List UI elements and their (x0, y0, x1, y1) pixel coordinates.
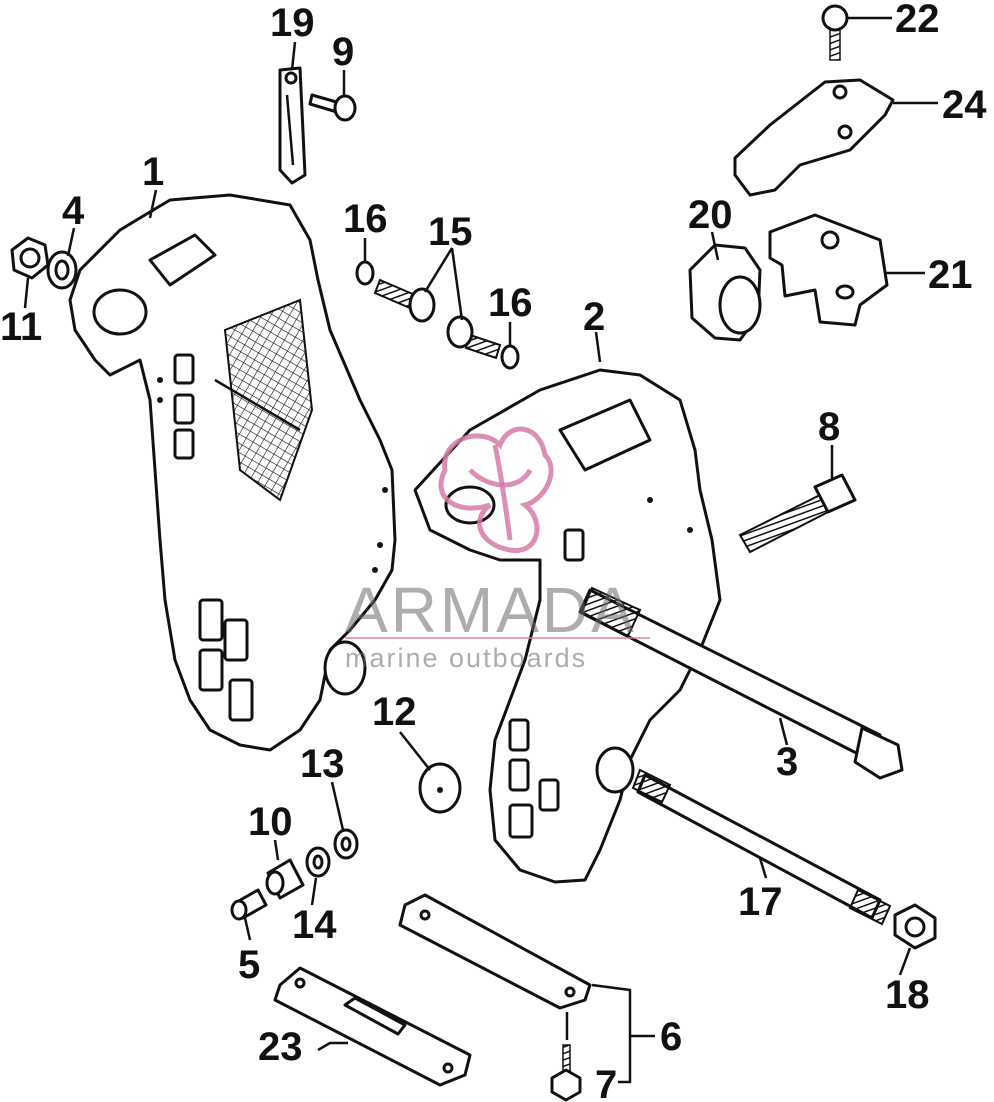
callout-24: 24 (942, 83, 987, 127)
pin-5 (230, 888, 268, 921)
bolt-15-upper (373, 278, 436, 323)
bushing-10 (265, 858, 305, 900)
callout-10: 10 (248, 800, 293, 844)
screw-22 (821, 4, 849, 61)
callout-11: 11 (0, 305, 42, 349)
bolt-7 (550, 1044, 582, 1102)
grommet-20 (688, 243, 762, 342)
callout-6: 6 (660, 1015, 682, 1059)
callout-2: 2 (583, 295, 605, 339)
armada-watermark: ARMADA marine outboards (345, 426, 650, 673)
callout-8: 8 (818, 405, 840, 449)
callout-16-upper: 16 (343, 197, 388, 241)
bolt-15-lower (446, 315, 502, 360)
bolt-8 (738, 473, 857, 554)
nut-18 (893, 903, 937, 950)
nut-11 (10, 236, 50, 280)
washer-13 (333, 828, 359, 860)
callout-7: 7 (595, 1063, 617, 1102)
callout-22: 22 (895, 0, 940, 41)
callout-16-lower: 16 (488, 281, 533, 325)
callout-21: 21 (928, 253, 973, 297)
washer-16-upper (355, 260, 375, 286)
washer-12 (418, 762, 462, 814)
cover-24 (733, 78, 895, 197)
strap-19 (278, 66, 307, 185)
washer-14 (305, 846, 331, 878)
watermark-subtitle: marine outboards (345, 643, 587, 673)
callout-9: 9 (332, 30, 354, 74)
plate-6 (398, 893, 592, 1010)
washer-16-lower (500, 344, 520, 370)
screw-9 (308, 93, 357, 122)
callout-19: 19 (270, 1, 315, 45)
callout-15: 15 (428, 210, 473, 254)
washer-4 (46, 250, 78, 290)
armada-logo-mark (438, 426, 554, 553)
plate-23 (273, 966, 472, 1087)
callout-20: 20 (688, 193, 733, 237)
callout-1: 1 (142, 150, 164, 194)
callout-4: 4 (62, 189, 85, 233)
clamp-bracket-left (68, 193, 397, 752)
callout-17: 17 (738, 880, 783, 924)
callout-18: 18 (885, 973, 930, 1017)
callout-3: 3 (776, 740, 798, 784)
callout-5: 5 (238, 943, 260, 987)
callout-14: 14 (292, 903, 337, 947)
tilt-tube-3 (578, 586, 904, 780)
block-21 (768, 213, 889, 327)
callout-13: 13 (300, 742, 345, 786)
callout-23: 23 (258, 1025, 303, 1069)
callout-12: 12 (372, 690, 417, 734)
leader-lines (23, 16, 938, 1084)
bolt-17 (631, 768, 892, 926)
watermark-name: ARMADA (345, 574, 637, 646)
